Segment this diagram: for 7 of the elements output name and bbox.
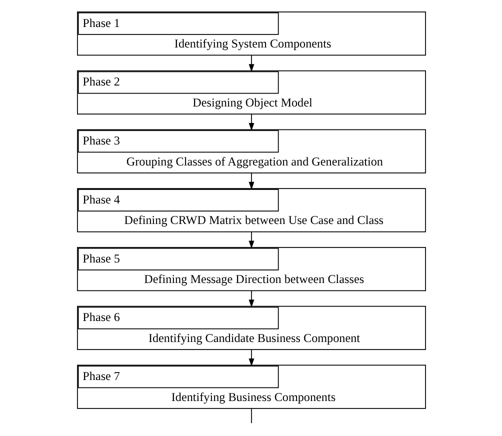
- arrow: [248, 232, 254, 249]
- arrow: [248, 54, 254, 72]
- arrow: [248, 172, 254, 190]
- arrow: [248, 114, 254, 131]
- arrow: [248, 349, 254, 366]
- arrow: [248, 290, 254, 308]
- connector: [250, 408, 252, 424]
